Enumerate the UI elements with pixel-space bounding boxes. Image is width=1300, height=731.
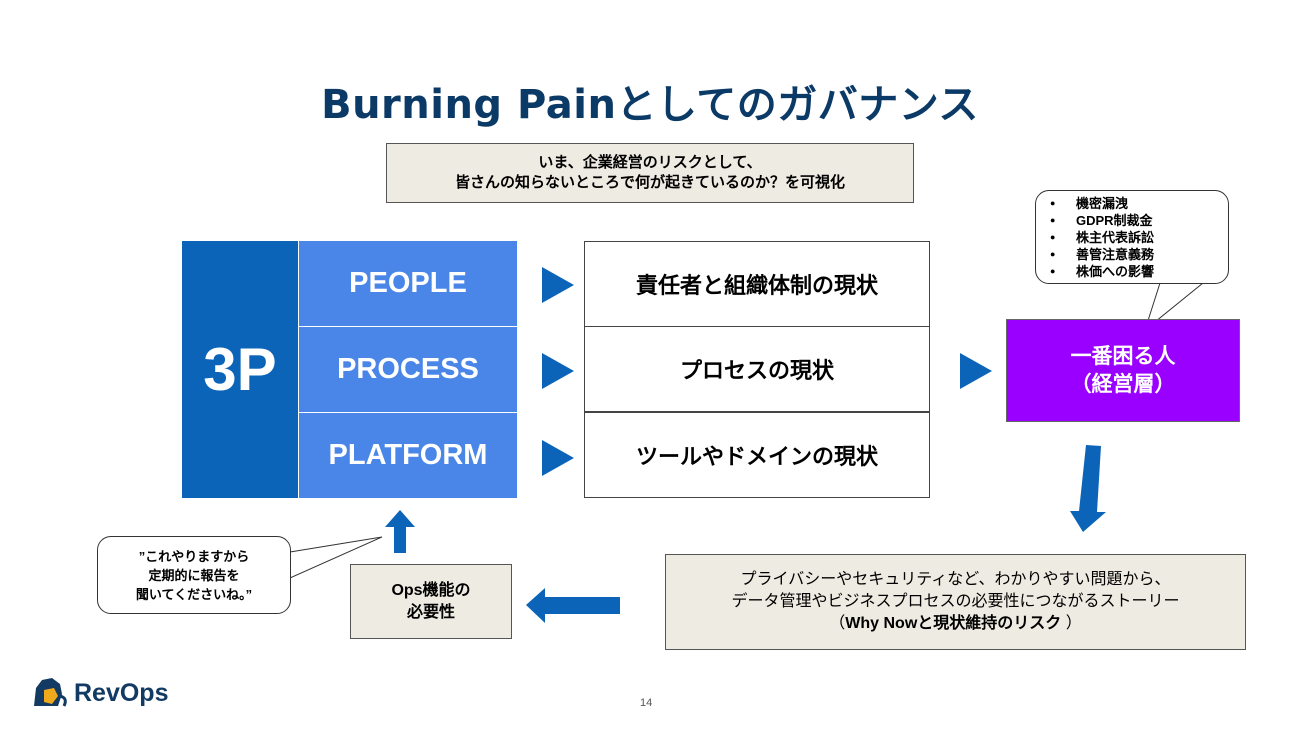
arrow-right-icon	[960, 353, 992, 389]
story-line2: データ管理やビジネスプロセスの必要性につながるストーリー	[731, 593, 1180, 610]
executive-line2: （経営層）	[1070, 372, 1176, 396]
category-process: PROCESS	[299, 327, 517, 412]
story-line3-bold: Why Nowと現状維持のリスク	[845, 615, 1062, 632]
quote-bubble: ”これやりますから 定期的に報告を 聞いてくださいね。”	[97, 536, 291, 614]
lion-icon	[34, 678, 67, 707]
risk-item: 機密漏洩	[1050, 195, 1228, 212]
story-box: プライバシーやセキュリティなど、わかりやすい問題から、 データ管理やビジネスプロ…	[665, 554, 1246, 650]
risk-item: 株価への影響	[1050, 263, 1228, 280]
arrow-left-icon	[526, 588, 620, 623]
quote-line1: ”これやりますから	[138, 548, 250, 564]
arrow-right-icon	[542, 267, 574, 303]
story-line3: （Why Nowと現状維持のリスク ）	[731, 613, 1179, 635]
risk-item: 株主代表訴訟	[1050, 229, 1228, 246]
slide-title: Burning Painとしてのガバナンス	[321, 82, 979, 128]
framework-label: 3P	[182, 241, 298, 498]
category-people: PEOPLE	[299, 241, 517, 326]
status-people: 責任者と組織体制の現状	[584, 241, 930, 327]
revops-logo: RevOps	[30, 676, 168, 710]
category-platform: PLATFORM	[299, 413, 517, 498]
quote-line2: 定期的に報告を	[148, 567, 240, 583]
paren-open: （	[829, 615, 846, 632]
arrow-up-icon	[385, 510, 415, 553]
story-line1: プライバシーやセキュリティなど、わかりやすい問題から、	[740, 571, 1171, 588]
top-note-box: いま、企業経営のリスクとして、 皆さんの知らないところで何が起きているのか？を可…	[386, 143, 914, 203]
risk-item: 善管注意義務	[1050, 246, 1228, 263]
ops-box: Ops機能の 必要性	[350, 564, 512, 639]
ops-line2: 必要性	[406, 603, 455, 621]
arrow-right-icon	[542, 353, 574, 389]
paren-close: ）	[1061, 615, 1082, 632]
arrow-right-icon	[542, 440, 574, 476]
top-note-line2: 皆さんの知らないところで何が起きているのか？を可視化	[454, 174, 845, 191]
executive-line1: 一番困る人	[1070, 344, 1176, 368]
page-number: 14	[640, 697, 653, 709]
executive-box: 一番困る人 （経営層）	[1006, 319, 1240, 422]
ops-line1: Ops機能の	[391, 581, 471, 599]
quote-line3: 聞いてくださいね。”	[135, 586, 253, 602]
status-process: プロセスの現状	[584, 326, 930, 412]
logo-text: RevOps	[74, 678, 169, 707]
status-platform: ツールやドメインの現状	[584, 412, 930, 498]
risk-bubble: 機密漏洩 GDPR制裁金 株主代表訴訟 善管注意義務 株価への影響	[1035, 190, 1229, 284]
arrow-down-icon	[1070, 445, 1106, 532]
top-note-line1: いま、企業経営のリスクとして、	[538, 154, 762, 171]
risk-item: GDPR制裁金	[1050, 212, 1228, 229]
